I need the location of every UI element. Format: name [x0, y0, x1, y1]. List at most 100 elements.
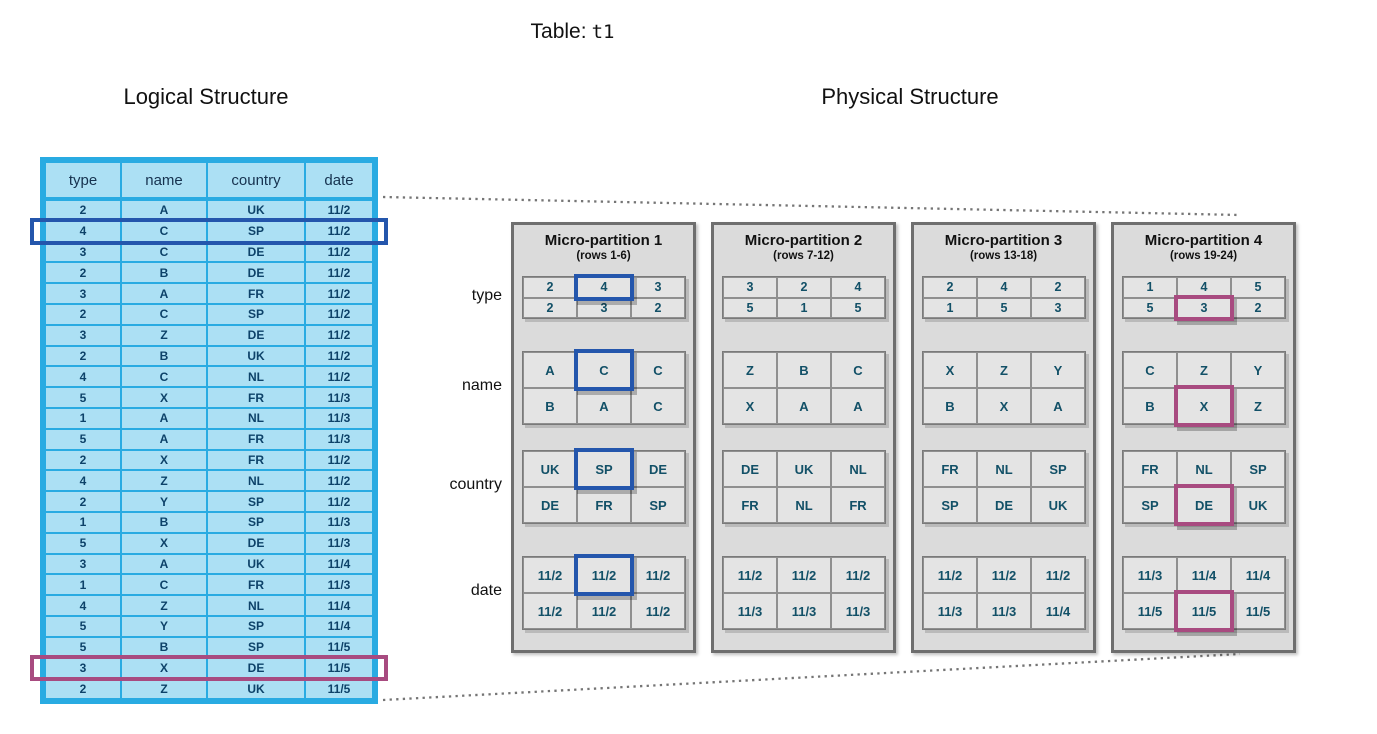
- column-header: country: [207, 162, 305, 198]
- table-cell: Z: [121, 595, 207, 616]
- table-cell: 11/2: [305, 200, 373, 221]
- partition-cell: 11/3: [777, 593, 831, 629]
- table-cell: 4: [45, 366, 121, 388]
- partition-cell: 2: [777, 277, 831, 298]
- table-cell: DE: [207, 657, 305, 679]
- table-cell: 5: [45, 636, 121, 658]
- partition-cell: 2: [1031, 277, 1085, 298]
- partition-cell: C: [1123, 352, 1177, 388]
- partition-cell: DE: [523, 487, 577, 523]
- partition-cell: 11/3: [831, 593, 885, 629]
- table-cell: NL: [207, 407, 305, 429]
- partition-cell: 11/4: [1031, 593, 1085, 629]
- table-cell: 11/2: [305, 262, 373, 284]
- partition-cell: 3: [1031, 297, 1085, 318]
- partition-cell: A: [777, 388, 831, 424]
- table-cell: 5: [45, 428, 121, 450]
- partition-cell: C: [831, 352, 885, 388]
- title-label: Table:: [530, 20, 587, 43]
- partition-cell: 11/2: [577, 593, 631, 629]
- partition-cell: 4: [1177, 277, 1231, 298]
- partition-cell: 2: [1231, 297, 1285, 318]
- table-cell: 3: [45, 657, 121, 679]
- physical-row-label-country: country: [449, 476, 502, 493]
- partition-cell: Z: [1231, 388, 1285, 424]
- table-cell: 5: [45, 615, 121, 637]
- blue-cell-highlight: [574, 349, 634, 391]
- table-cell: NL: [207, 366, 305, 388]
- partition-cell: 2: [523, 297, 577, 318]
- partition-cell: 3: [631, 277, 685, 298]
- partition-cell: 1: [777, 297, 831, 318]
- table-cell: 11/2: [305, 324, 373, 346]
- table-cell: 11/3: [305, 511, 373, 533]
- micro-partition-title: Micro-partition 2: [744, 232, 863, 249]
- table-cell: 1: [45, 574, 121, 596]
- purple-cell-highlight: [1174, 385, 1234, 427]
- partition-cell: 2: [523, 277, 577, 298]
- partition-cell: 11/2: [1031, 557, 1085, 593]
- partition-cell: 5: [1231, 277, 1285, 298]
- table-cell: B: [121, 262, 207, 284]
- table-cell: 11/5: [305, 657, 373, 679]
- partition-cell: X: [1174, 385, 1234, 427]
- partition-cell: 11/2: [631, 557, 685, 593]
- table-cell: B: [121, 636, 207, 658]
- partition-cell: 11/2: [631, 593, 685, 629]
- partition-cell: 3: [723, 277, 777, 298]
- table-cell: 2: [45, 262, 121, 284]
- table-cell: 3: [45, 553, 121, 575]
- table-cell: 4: [45, 220, 121, 242]
- partition-cell: FR: [723, 487, 777, 523]
- table-cell: 11/2: [305, 283, 373, 304]
- table-cell: 5: [45, 387, 121, 408]
- partition-cell: 5: [1123, 297, 1177, 318]
- partition-cell: X: [723, 388, 777, 424]
- partition-cell: NL: [1177, 451, 1231, 487]
- partition-cell: UK: [1231, 487, 1285, 523]
- table-cell: Y: [121, 615, 207, 637]
- table-cell: 2: [45, 345, 121, 367]
- table-cell: FR: [207, 387, 305, 408]
- table-cell: FR: [207, 574, 305, 596]
- table-cell: Z: [121, 678, 207, 700]
- partition-cell: 11/2: [723, 557, 777, 593]
- table-cell: 11/5: [305, 636, 373, 658]
- partition-cell: 11/2: [574, 554, 634, 596]
- column-header: type: [45, 162, 121, 198]
- table-cell: 11/2: [305, 449, 373, 471]
- partition-cell: 11/2: [831, 557, 885, 593]
- partition-cell: Z: [1177, 352, 1231, 388]
- table-cell: Z: [121, 324, 207, 346]
- partition-cell: 11/3: [723, 593, 777, 629]
- partition-cell: FR: [923, 451, 977, 487]
- table-cell: 2: [45, 449, 121, 471]
- table-cell: C: [121, 574, 207, 596]
- partition-cell: A: [523, 352, 577, 388]
- table-cell: 11/2: [305, 470, 373, 492]
- table-cell: 11/5: [305, 678, 373, 700]
- partition-cell: SP: [631, 487, 685, 523]
- partition-cell: C: [574, 349, 634, 391]
- partition-cell: 11/4: [1231, 557, 1285, 593]
- table-cell: 11/3: [305, 428, 373, 450]
- partition-cell: Z: [977, 352, 1031, 388]
- partition-cell: 4: [977, 277, 1031, 298]
